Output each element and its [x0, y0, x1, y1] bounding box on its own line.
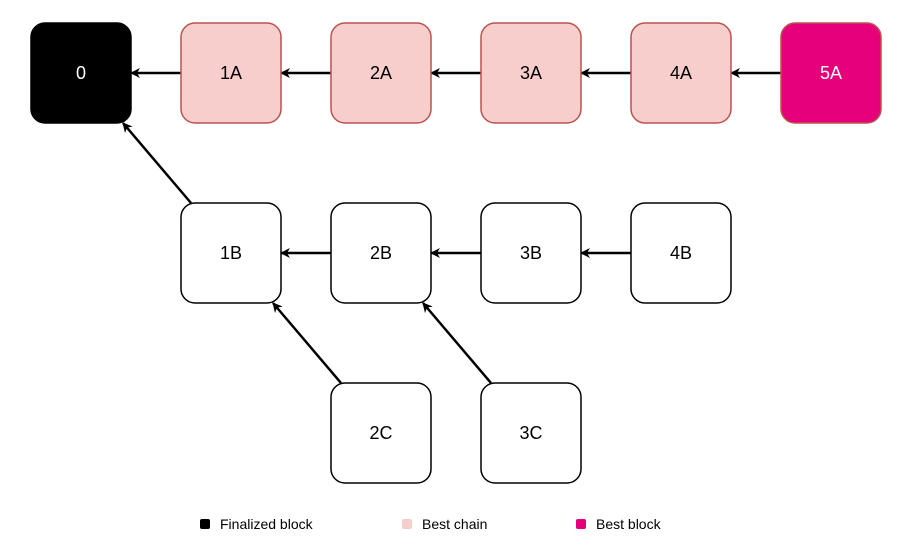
edge-1B-to-0 [122, 122, 192, 204]
legend-best-block: Best block [576, 516, 661, 532]
blocks-layer: 0 1A 2A 3A 4A 5A 1B 2B 3B 4B 2C 3C [30, 22, 882, 484]
block-3A: 3A [480, 22, 582, 124]
best-block-swatch [576, 519, 586, 529]
block-0: 0 [30, 22, 132, 124]
block-label-2B: 2B [370, 243, 392, 263]
best-chain-swatch [402, 519, 412, 529]
edges-layer [122, 68, 781, 384]
legend-best-chain-label: Best chain [422, 516, 488, 532]
edge-2C-to-1B [272, 302, 342, 384]
block-3B: 3B [480, 202, 582, 304]
finalized-swatch [200, 519, 210, 529]
block-1B: 1B [180, 202, 282, 304]
block-label-2A: 2A [370, 63, 392, 83]
block-4B: 4B [630, 202, 732, 304]
block-label-4A: 4A [670, 63, 692, 83]
block-box-0 [30, 22, 132, 124]
block-box-3B [480, 202, 582, 304]
block-5A: 5A [780, 22, 882, 124]
block-1A: 1A [180, 22, 282, 124]
block-label-1A: 1A [220, 63, 242, 83]
block-4A: 4A [630, 22, 732, 124]
block-2A: 2A [330, 22, 432, 124]
block-box-3C [480, 382, 582, 484]
block-box-5A [780, 22, 882, 124]
block-box-3A [480, 22, 582, 124]
block-box-2C [330, 382, 432, 484]
block-box-1A [180, 22, 282, 124]
block-3C: 3C [480, 382, 582, 484]
block-box-4A [630, 22, 732, 124]
block-box-1B [180, 202, 282, 304]
block-label-3C: 3C [519, 423, 542, 443]
edge-3C-to-2B [422, 302, 492, 384]
legend-best-block-label: Best block [596, 516, 661, 532]
block-label-3B: 3B [520, 243, 542, 263]
legend-finalized-label: Finalized block [220, 516, 313, 532]
block-box-4B [630, 202, 732, 304]
block-label-0: 0 [76, 63, 86, 83]
legend-best-chain: Best chain [402, 516, 487, 532]
block-label-2C: 2C [369, 423, 392, 443]
block-label-3A: 3A [520, 63, 542, 83]
block-box-2B [330, 202, 432, 304]
block-2C: 2C [330, 382, 432, 484]
block-label-1B: 1B [220, 243, 242, 263]
block-label-5A: 5A [820, 63, 842, 83]
block-box-2A [330, 22, 432, 124]
legend-finalized: Finalized block [200, 516, 313, 532]
block-2B: 2B [330, 202, 432, 304]
block-label-4B: 4B [670, 243, 692, 263]
